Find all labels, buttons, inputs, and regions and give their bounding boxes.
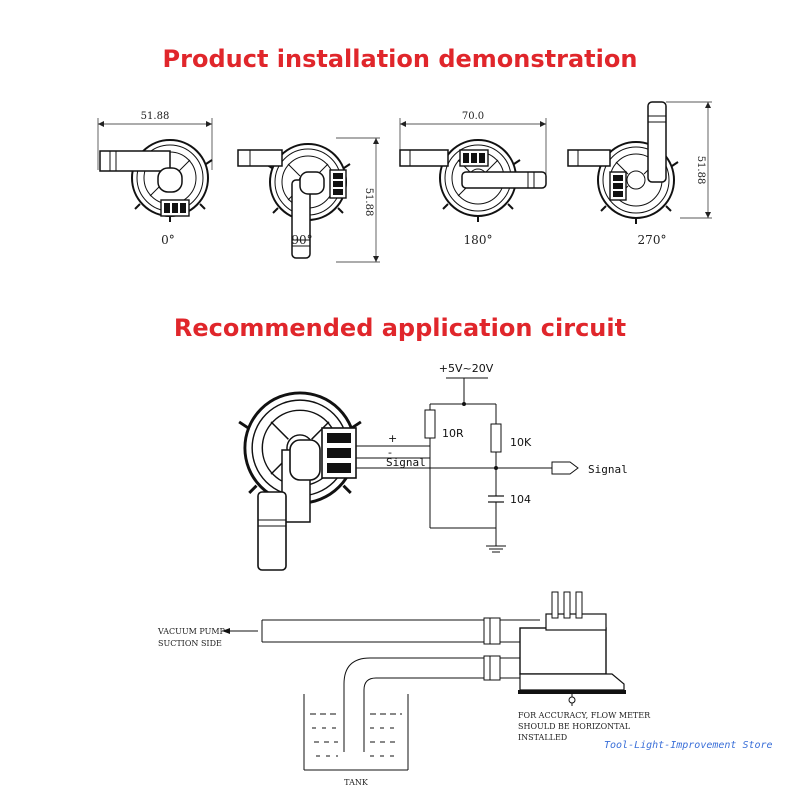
meter-270-deg: 51.88 270° xyxy=(567,101,712,247)
application-circuit: + - Signal +5V~20V 10R 10K 104 Signa xyxy=(237,362,628,571)
meter-0-deg: 51.88 0° xyxy=(97,111,213,247)
vacuum-label-1: VACUUM PUMP xyxy=(157,627,226,636)
wire-plus-label: + xyxy=(388,432,397,445)
wire-minus-label: - xyxy=(388,446,392,459)
circuit-title: Recommended application circuit xyxy=(173,314,627,342)
vacuum-label-2: SUCTION SIDE xyxy=(158,639,222,648)
signal-output-label: Signal xyxy=(588,463,628,476)
angle-0: 0° xyxy=(161,233,175,247)
accuracy-note-2: SHOULD BE HORIZONTAL xyxy=(518,722,631,731)
accuracy-note-1: FOR ACCURACY, FLOW METER xyxy=(518,711,651,720)
accuracy-note-3: INSTALLED xyxy=(518,733,567,742)
angle-270: 270° xyxy=(638,233,667,247)
tank-label: TANK xyxy=(344,778,369,787)
dimension-180: 70.0 xyxy=(462,111,484,122)
angle-180: 180° xyxy=(464,233,493,247)
wire-signal-label: Signal xyxy=(386,456,426,469)
dimension-270: 51.88 xyxy=(695,156,706,185)
meter-90-deg: 51.88 90° xyxy=(237,137,380,263)
resistor-r1-label: 10R xyxy=(442,427,464,440)
installation-pipe-diagram: VACUUM PUMP SUCTION SIDE TANK FOR ACCURA… xyxy=(157,591,651,787)
meter-180-deg: 70.0 180° xyxy=(399,111,547,247)
dimension-0: 51.88 xyxy=(141,111,170,122)
resistor-r2-label: 10K xyxy=(510,436,532,449)
capacitor-label: 104 xyxy=(510,493,531,506)
supply-label: +5V~20V xyxy=(439,362,494,375)
dimension-90: 51.88 xyxy=(363,188,374,217)
store-watermark: Tool-Light-Improvement Store xyxy=(604,740,773,751)
installation-title: Product installation demonstration xyxy=(162,45,638,73)
angle-90: 90° xyxy=(291,233,312,247)
